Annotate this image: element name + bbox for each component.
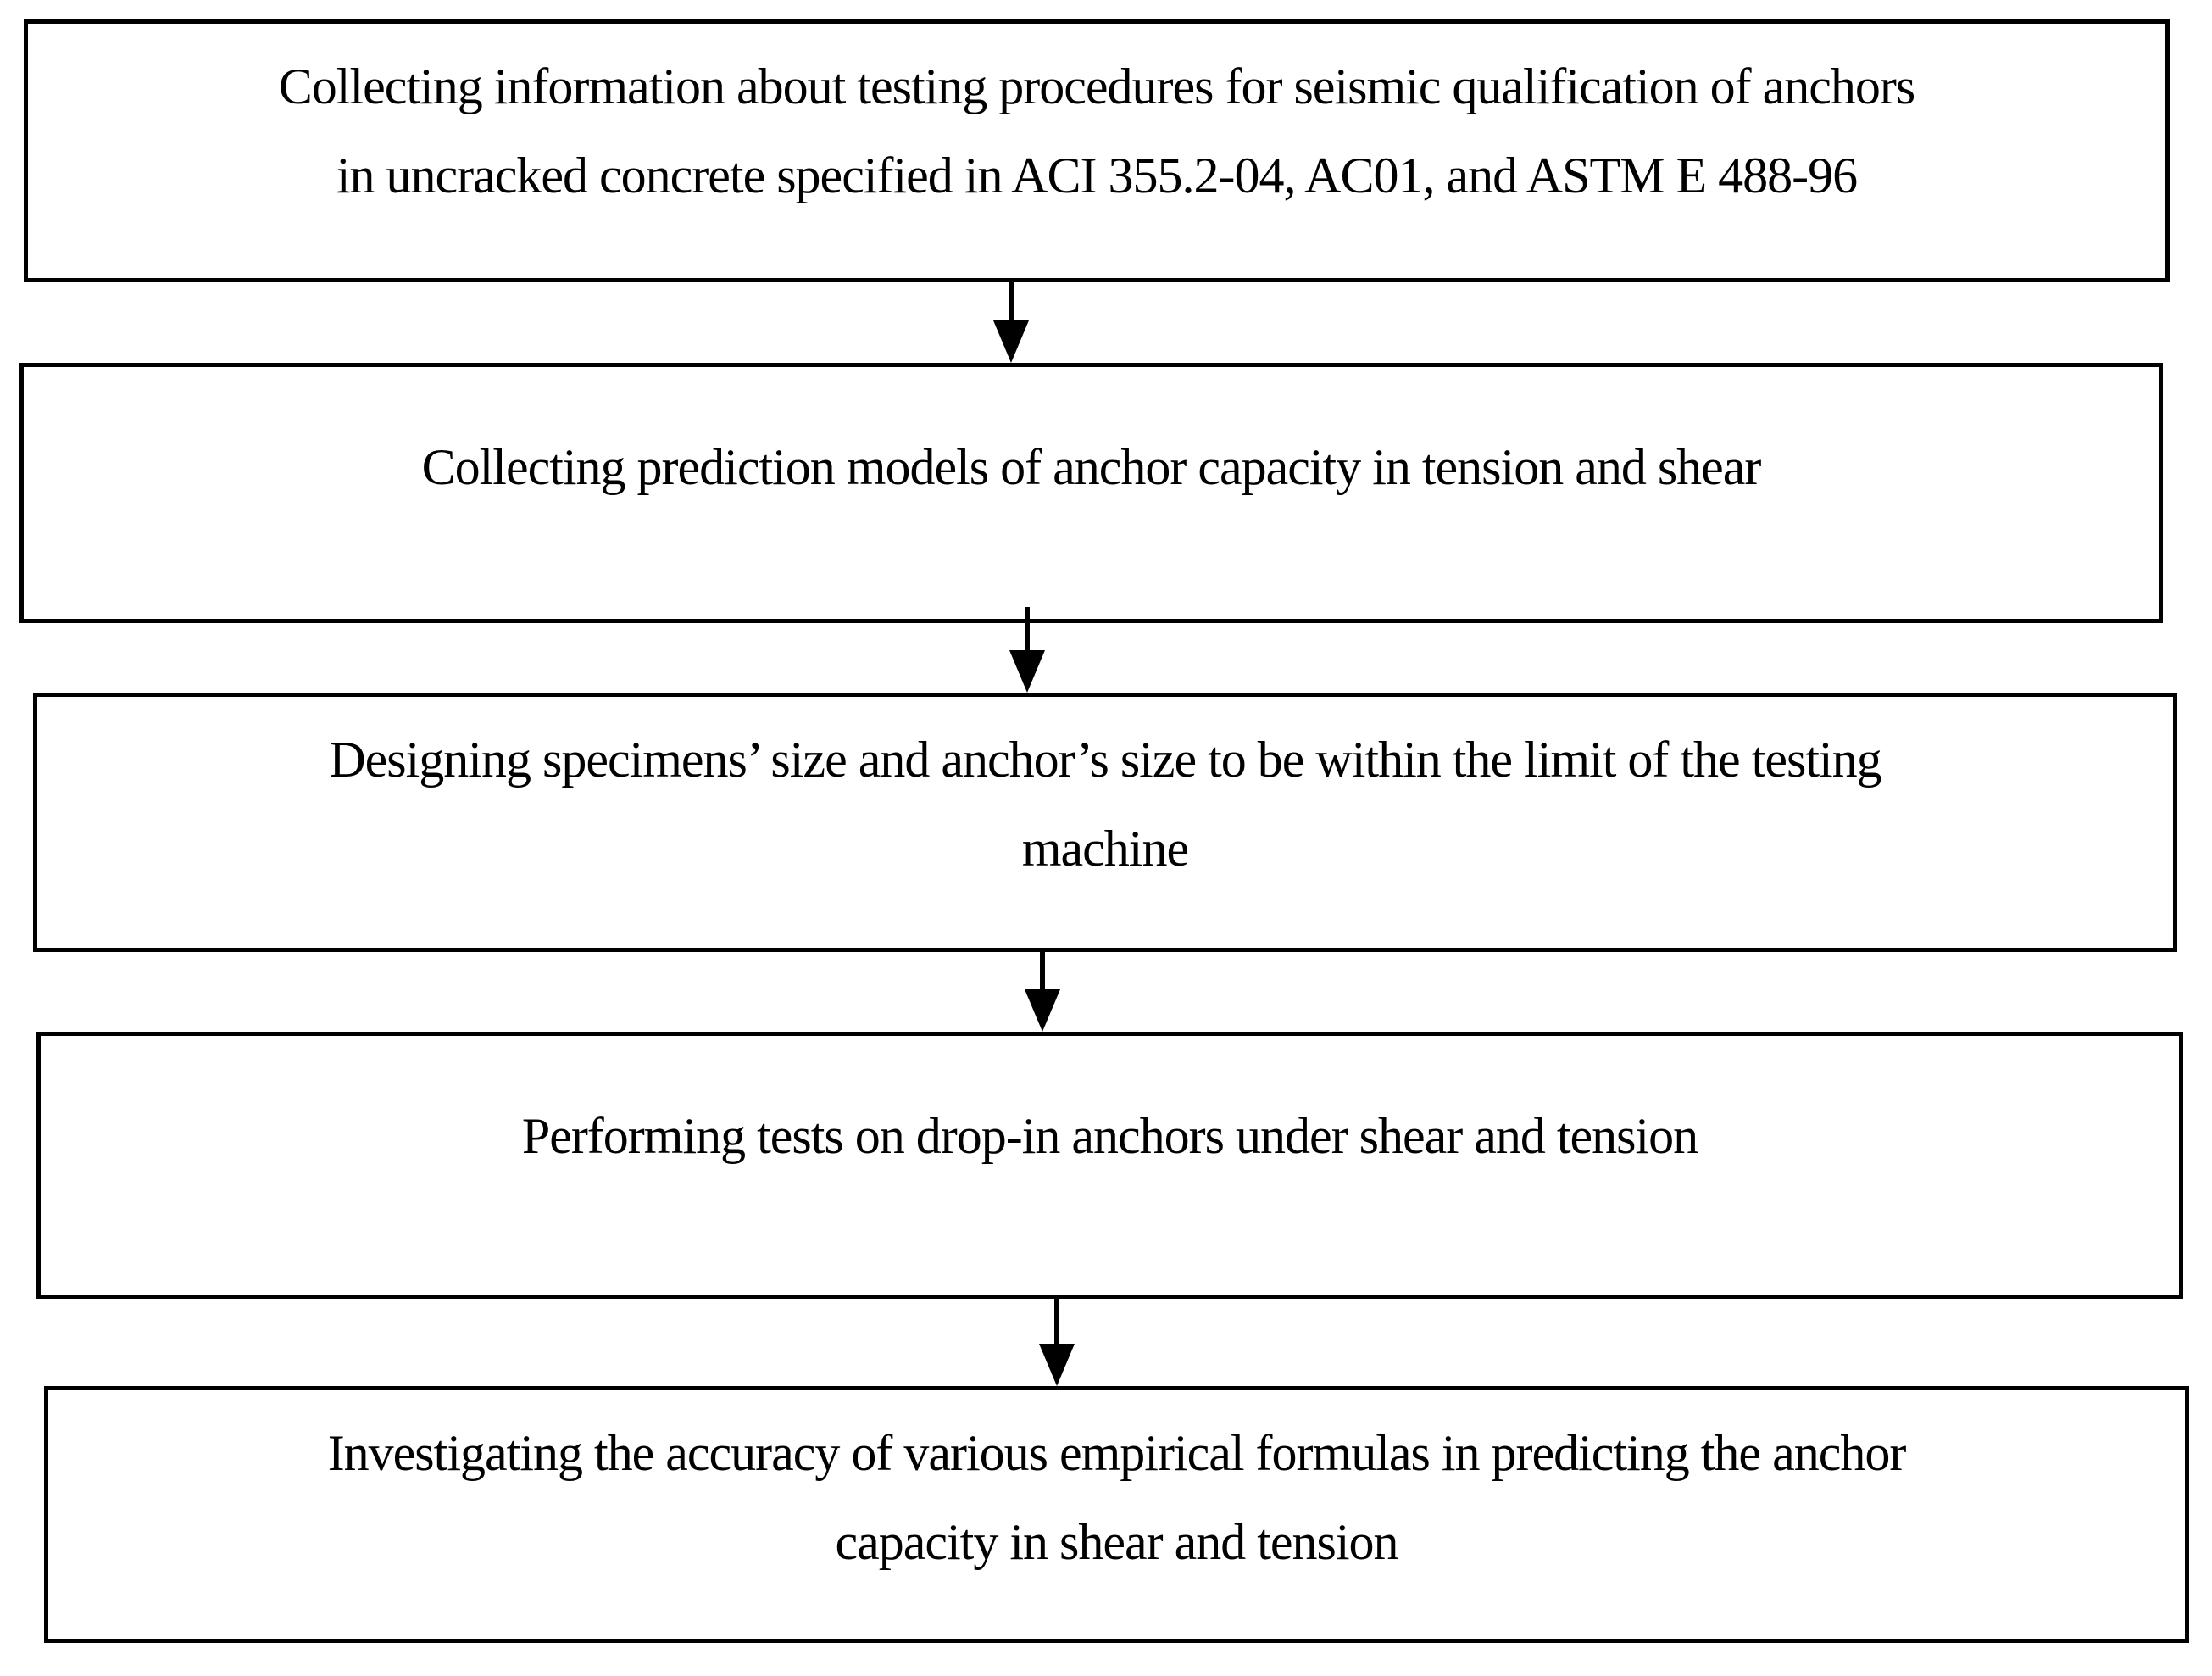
flow-step-5: Investigating the accuracy of various em… [44,1386,2189,1643]
arrow-head [993,320,1029,363]
arrow-stem [1009,280,1014,321]
arrow-down-icon [992,280,1030,363]
flow-step-5-line-2: capacity in shear and tension [835,1514,1398,1570]
arrow-down-icon [1038,1295,1075,1386]
arrow-stem [1054,1295,1059,1345]
flow-step-4-line-1: Performing tests on drop-in anchors unde… [521,1108,1698,1164]
flow-step-3-line-2: machine [1021,821,1189,877]
flow-step-3: Designing specimens’ size and anchor’s s… [33,693,2177,952]
arrow-head [1025,989,1060,1032]
flow-step-1: Collecting information about testing pro… [24,19,2170,282]
arrow-down-icon [1024,952,1061,1032]
flow-step-1-line-2: in uncracked concrete specified in ACI 3… [336,148,1858,203]
flow-step-2: Collecting prediction models of anchor c… [19,363,2163,623]
flow-step-2-line-1: Collecting prediction models of anchor c… [421,439,1762,495]
arrow-head [1009,650,1045,693]
arrow-down-icon [1009,607,1046,693]
flow-step-1-line-1: Collecting information about testing pro… [278,58,1915,114]
arrow-stem [1040,952,1045,990]
flow-step-3-line-1: Designing specimens’ size and anchor’s s… [329,732,1881,788]
flow-step-4: Performing tests on drop-in anchors unde… [36,1032,2183,1299]
arrow-stem [1025,607,1030,651]
arrow-head [1039,1344,1075,1386]
flow-step-5-line-1: Investigating the accuracy of various em… [327,1425,1907,1481]
